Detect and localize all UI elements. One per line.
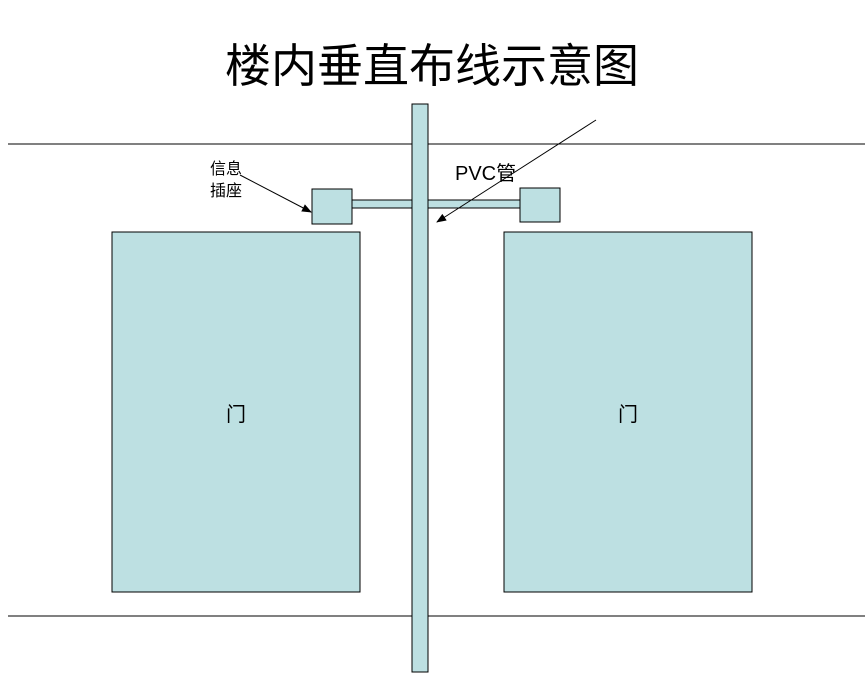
right-door-label: 门 (618, 402, 638, 426)
outlet-callout-arrow (239, 174, 312, 213)
left-door (111, 231, 361, 593)
vertical-riser-pipe (411, 103, 429, 673)
pvc-pipe-label: PVC管 (455, 162, 516, 185)
left-info-outlet (311, 188, 353, 225)
pvc-callout-arrow (436, 119, 597, 223)
left-door-label: 门 (226, 402, 246, 426)
outlet-label-line2: 插座 (210, 181, 242, 200)
right-door (503, 231, 753, 593)
horizontal-conduit (351, 199, 521, 209)
right-info-outlet (519, 187, 561, 223)
outlet-label-line1: 信息 (210, 159, 242, 178)
diagram-title: 楼内垂直布线示意图 (225, 39, 639, 93)
